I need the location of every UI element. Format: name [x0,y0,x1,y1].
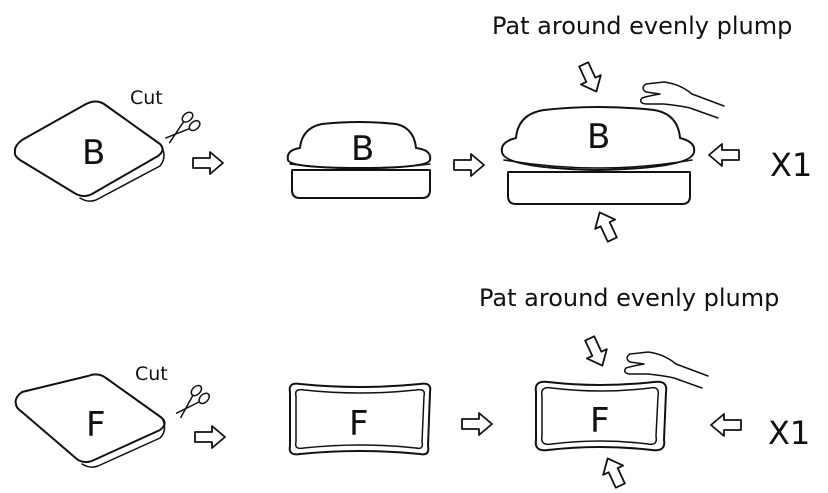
compressed-package-f: F Cut [14,363,168,468]
row-b-cut-label: Cut [130,87,163,109]
hand-icon [623,351,709,389]
flat-cushion-f: F [288,382,432,456]
plumped-cushion-b: B [500,106,696,205]
arrow-down-icon [572,58,608,98]
arrow-up-icon [588,206,624,246]
unfolding-cushion-b: B [286,121,432,199]
arrow-left-icon [708,143,740,167]
arrow-right-icon [461,412,493,436]
row-b-caption: Pat around evenly plump [492,12,792,40]
scissors-icon [175,384,210,419]
compressed-package-b: B Cut [13,87,165,202]
arrow-up-icon [596,452,632,492]
arrow-right-icon [453,153,485,177]
row-b-multiplier: X1 [770,146,812,184]
arrow-down-icon [578,332,614,372]
row-f-caption: Pat around evenly plump [479,284,779,312]
row-b: Pat around evenly plump B Cut B [13,12,812,246]
cushion-f-letter: F [349,404,369,444]
package-f-letter: F [86,405,106,445]
arrow-right-icon [192,151,224,175]
plumped-cushion-f: F [534,380,668,452]
row-f: Pat around evenly plump F Cut F F [14,284,810,492]
cushion-b-letter-plumped: B [587,117,610,157]
cushion-b-letter: B [351,129,374,169]
package-b-letter: B [82,133,105,173]
cushion-f-letter-plumped: F [590,401,610,441]
row-f-cut-label: Cut [135,363,168,385]
scissors-icon [165,111,201,144]
arrow-left-icon [710,413,742,437]
row-f-multiplier: X1 [768,414,810,452]
hand-icon [639,81,725,119]
arrow-right-icon [194,425,226,449]
